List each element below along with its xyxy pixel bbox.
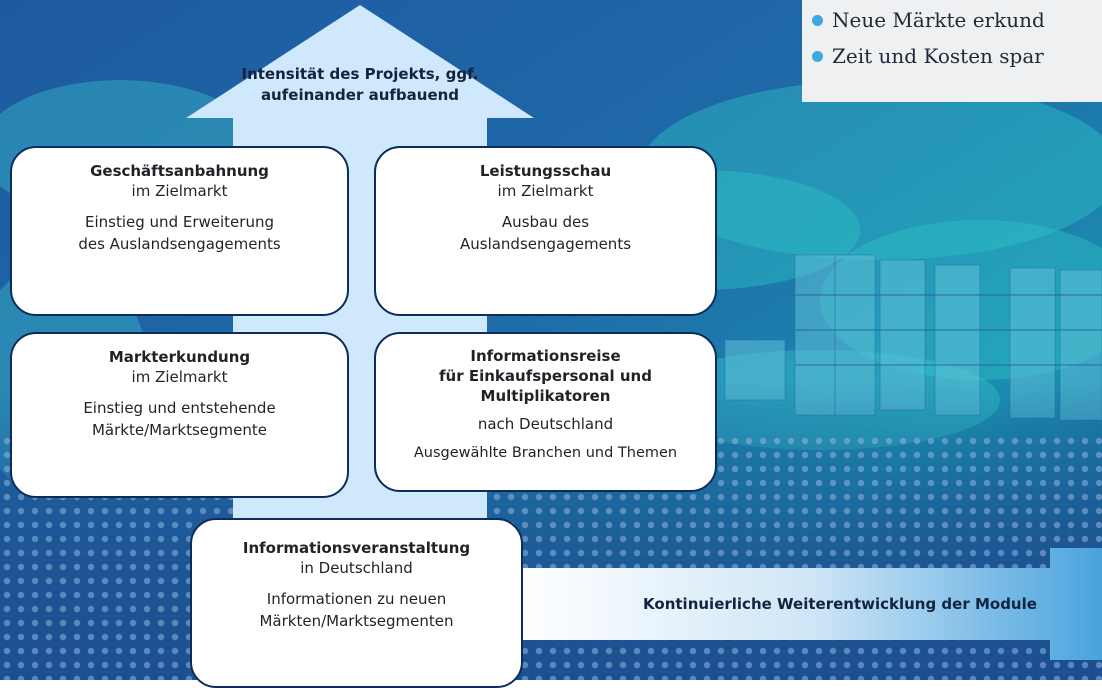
box-description: Einstieg und Erweiterung des Auslandseng… bbox=[78, 213, 281, 253]
box-geschaeftsanbahnung: Geschäftsanbahnung im Zielmarkt Einstieg… bbox=[10, 146, 349, 316]
benefits-panel: Neue Märkte erkund Zeit und Kosten spar bbox=[802, 0, 1102, 102]
box-title: Leistungsschau bbox=[479, 162, 612, 180]
right-arrow-shape bbox=[520, 548, 1102, 660]
box-informationsveranstaltung: Informationsveranstaltung in Deutschland… bbox=[190, 518, 523, 688]
benefit-item: Zeit und Kosten spar bbox=[812, 38, 1102, 74]
box-leistungsschau: Leistungsschau im Zielmarkt Ausbau des A… bbox=[374, 146, 717, 316]
box-subtitle: in Deutschland bbox=[300, 559, 413, 577]
box-subtitle: im Zielmarkt bbox=[131, 368, 228, 386]
box-markterkundung: Markterkundung im Zielmarkt Einstieg und… bbox=[10, 332, 349, 498]
box-subtitle: im Zielmarkt bbox=[497, 182, 594, 200]
box-description: Einstieg und entstehende Märkte/Marktseg… bbox=[83, 399, 276, 439]
box-subtitle: im Zielmarkt bbox=[131, 182, 228, 200]
box-description: Ausbau des Auslandsengagements bbox=[459, 213, 632, 253]
bullet-icon bbox=[812, 51, 823, 62]
box-description: Informationen zu neuen Märkten/Marktsegm… bbox=[259, 590, 454, 630]
box-title: Markterkundung bbox=[108, 348, 251, 366]
box-title: Informationsreise für Einkaufspersonal u… bbox=[439, 347, 652, 405]
box-subtitle: nach Deutschland bbox=[477, 415, 614, 433]
box-title: Informationsveranstaltung bbox=[242, 539, 471, 557]
box-informationsreise: Informationsreise für Einkaufspersonal u… bbox=[374, 332, 717, 492]
box-title: Geschäftsanbahnung bbox=[90, 162, 269, 180]
up-arrow-label: Intensität des Projekts, ggf. aufeinande… bbox=[241, 65, 479, 104]
box-description: Ausgewählte Branchen und Themen bbox=[413, 445, 678, 461]
benefit-item: Neue Märkte erkund bbox=[812, 2, 1102, 38]
right-arrow-label: Kontinuierliche Weiterentwicklung der Mo… bbox=[643, 595, 1037, 613]
bullet-icon bbox=[812, 15, 823, 26]
